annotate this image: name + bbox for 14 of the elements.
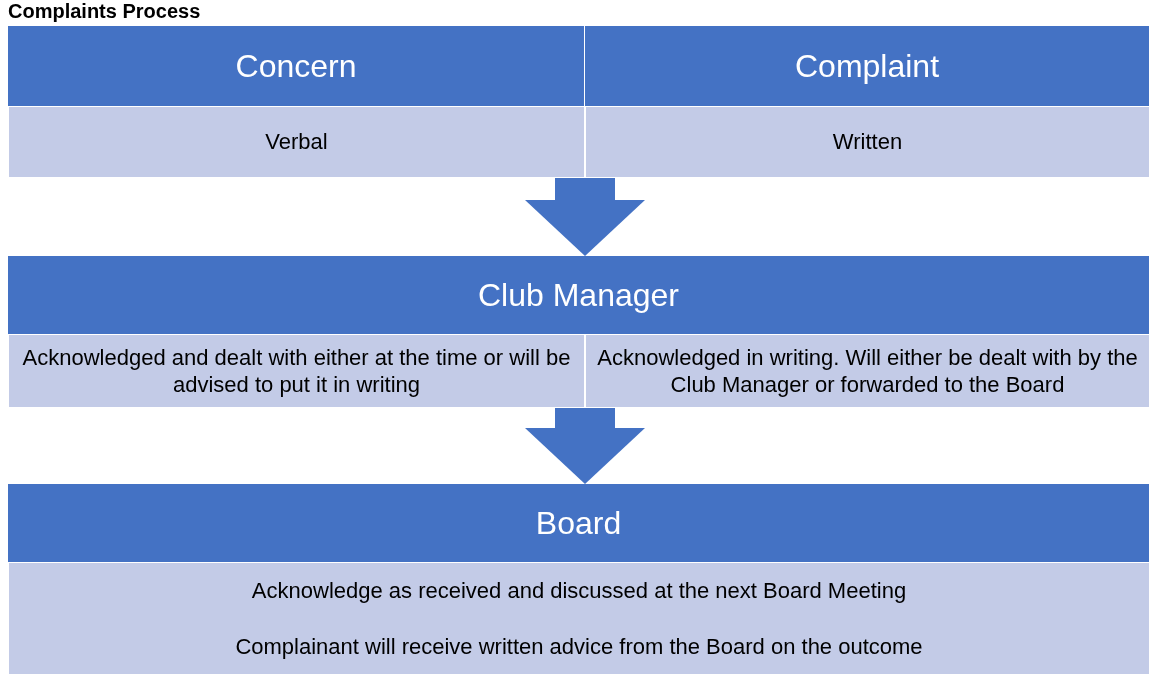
header-band: Complaint	[585, 26, 1150, 106]
diagram-title: Complaints Process	[8, 0, 201, 23]
description-cell: Acknowledged in writing. Will either be dealt with by the Club Manager or forwarded to the Board	[585, 334, 1150, 408]
description-text: Complainant will receive written advice from the Board on the outcome	[235, 632, 923, 660]
description-cell: Verbal	[8, 106, 585, 178]
description-text: Acknowledge as received and discussed at the next Board Meeting	[251, 577, 907, 605]
description-cell: Acknowledged and dealt with either at the time or will be advised to put it in writing	[8, 334, 585, 408]
description-cell: Written	[585, 106, 1150, 178]
description-cell	[8, 562, 1150, 675]
header-band: Concern	[8, 26, 585, 106]
down-arrow	[525, 408, 645, 484]
header-band: Club Manager	[8, 256, 1150, 334]
down-arrow	[525, 178, 645, 256]
header-band: Board	[8, 484, 1150, 562]
